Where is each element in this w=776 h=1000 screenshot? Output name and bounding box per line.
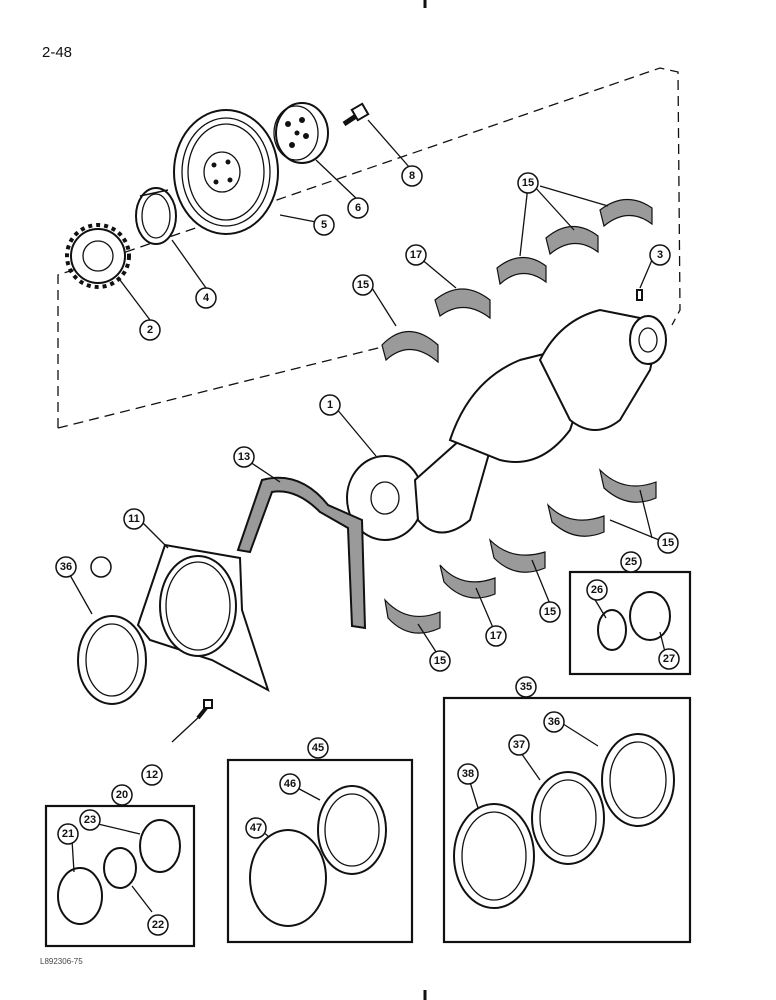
dowel-pin-icon [636, 289, 643, 301]
callout-13: 13 [238, 451, 250, 463]
seal-ring-icon [317, 785, 387, 875]
callout-12: 12 [146, 769, 158, 781]
callout-21: 21 [62, 828, 74, 840]
bearing-shell-icon [384, 468, 657, 634]
callout-15: 15 [662, 537, 674, 549]
callout-15: 15 [434, 655, 446, 667]
crankshaft-icon [346, 308, 667, 541]
callout-47: 47 [250, 822, 262, 834]
callout-2: 2 [147, 324, 153, 336]
callout-1: 1 [327, 399, 333, 411]
callout-17: 17 [490, 630, 502, 642]
callout-3: 3 [657, 249, 663, 261]
callout-27: 27 [663, 653, 675, 665]
seal-ring-icon [597, 609, 627, 651]
pulley-icon [173, 109, 279, 235]
seal-ring-icon [103, 847, 137, 889]
bearing-shell-icon [381, 198, 653, 364]
gasket-icon [236, 476, 367, 630]
callout-23: 23 [84, 814, 96, 826]
assembly-boundary [57, 67, 681, 428]
callout-36: 36 [548, 716, 560, 728]
callout-25: 25 [625, 556, 637, 568]
seal-ring-icon [139, 819, 181, 873]
callout-26: 26 [591, 584, 603, 596]
callout-15: 15 [522, 177, 534, 189]
bolt-icon [342, 102, 370, 127]
bolt-icon [196, 699, 213, 720]
figure-id: L892306-75 [40, 957, 83, 966]
kit-box-35 [442, 696, 692, 944]
callout-5: 5 [321, 219, 327, 231]
callout-22: 22 [152, 919, 164, 931]
seal-ring-icon [629, 591, 671, 641]
gear-icon [65, 223, 131, 289]
callout-45: 45 [312, 742, 324, 754]
callout-36: 36 [60, 561, 72, 573]
callout-15: 15 [357, 279, 369, 291]
callout-35: 35 [520, 681, 532, 693]
sleeve-icon [249, 829, 327, 927]
callout-15: 15 [544, 606, 556, 618]
page-number: 2-48 [42, 44, 73, 61]
seal-ring-icon [57, 867, 103, 925]
seal-ring-icon [531, 771, 605, 865]
seal-housing-icon [136, 543, 270, 693]
callout-17: 17 [410, 249, 422, 261]
callout-46: 46 [284, 778, 296, 790]
callout-6: 6 [355, 202, 361, 214]
callout-4: 4 [203, 292, 210, 304]
pulley-icon [273, 102, 329, 164]
callout-8: 8 [409, 170, 415, 182]
kit-box-20 [44, 804, 196, 948]
callout-11: 11 [128, 513, 140, 525]
seal-ring-icon [601, 733, 675, 827]
seal-ring-icon [77, 615, 147, 705]
seal-ring-icon [135, 187, 177, 245]
kit-box-45 [226, 758, 414, 944]
callout-20: 20 [116, 789, 128, 801]
callout-37: 37 [513, 739, 525, 751]
callout-38: 38 [462, 768, 474, 780]
seal-ring-icon [453, 803, 535, 909]
